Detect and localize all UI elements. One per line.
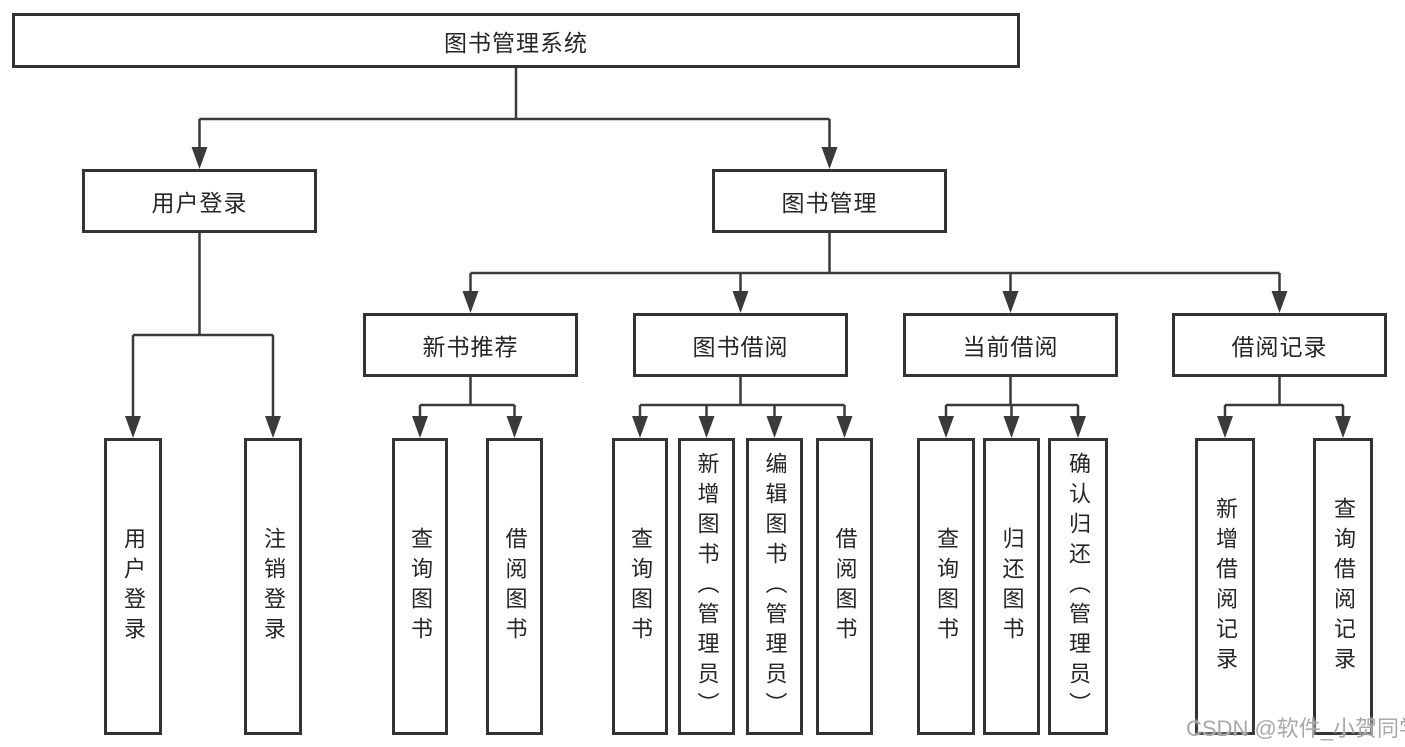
- leaf-query-borrow-record: 查询借阅记录: [1313, 438, 1373, 735]
- leaf-add-borrow-record: 新增借阅记录: [1195, 438, 1255, 735]
- leaf-return-books: 归还图书: [983, 438, 1040, 735]
- leaf-return-books-label: 归还图书: [999, 526, 1025, 647]
- leaf-query-books-3: 查询图书: [917, 438, 975, 735]
- leaf-query-books-2-label: 查询图书: [628, 526, 653, 647]
- leaf-user-login: 用户登录: [104, 438, 162, 735]
- node-user-login-label: 用户登录: [151, 190, 248, 216]
- leaf-add-books-admin: 新增图书（管理员）: [678, 438, 735, 735]
- node-new-book-recommendation: 新书推荐: [363, 313, 578, 377]
- node-book-management: 图书管理: [712, 169, 947, 233]
- leaf-logout-label: 注销登录: [261, 526, 286, 647]
- leaf-query-borrow-record-label: 查询借阅记录: [1331, 496, 1356, 677]
- leaf-user-login-label: 用户登录: [121, 526, 146, 647]
- node-user-login: 用户登录: [82, 169, 317, 233]
- leaf-add-borrow-record-label: 新增借阅记录: [1213, 496, 1238, 677]
- node-book-management-label: 图书管理: [781, 190, 878, 216]
- node-current-borrowing-label: 当前借阅: [962, 334, 1059, 360]
- node-book-borrowing: 图书借阅: [633, 313, 848, 377]
- leaf-borrow-books-2-label: 借阅图书: [832, 526, 858, 647]
- leaf-borrow-books-1-label: 借阅图书: [502, 526, 528, 647]
- leaf-borrow-books-1: 借阅图书: [486, 438, 543, 735]
- leaf-edit-books-admin-label: 编辑图书（管理员）: [762, 451, 788, 722]
- node-borrowing-records-label: 借阅记录: [1231, 334, 1328, 360]
- leaf-edit-books-admin: 编辑图书（管理员）: [746, 438, 803, 735]
- leaf-query-books-2: 查询图书: [612, 438, 668, 735]
- node-borrowing-records: 借阅记录: [1172, 313, 1387, 377]
- node-book-management-system: 图书管理系统: [12, 13, 1020, 68]
- leaf-query-books-1: 查询图书: [392, 438, 448, 735]
- node-current-borrowing: 当前借阅: [903, 313, 1118, 377]
- node-new-book-recommendation-label: 新书推荐: [422, 334, 519, 360]
- leaf-logout: 注销登录: [244, 438, 302, 735]
- leaf-query-books-3-label: 查询图书: [934, 526, 959, 647]
- csdn-watermark: CSDN @软件_小贺同学: [1186, 716, 1405, 741]
- leaf-query-books-1-label: 查询图书: [408, 526, 433, 647]
- leaf-confirm-return-admin-label: 确认归还（管理员）: [1066, 451, 1091, 722]
- node-book-borrowing-label: 图书借阅: [692, 334, 789, 360]
- arrowheads: [125, 147, 1351, 438]
- leaf-borrow-books-2: 借阅图书: [816, 438, 873, 735]
- node-book-management-system-label: 图书管理系统: [444, 29, 588, 56]
- leaf-confirm-return-admin: 确认归还（管理员）: [1048, 438, 1108, 735]
- leaf-add-books-admin-label: 新增图书（管理员）: [694, 451, 720, 722]
